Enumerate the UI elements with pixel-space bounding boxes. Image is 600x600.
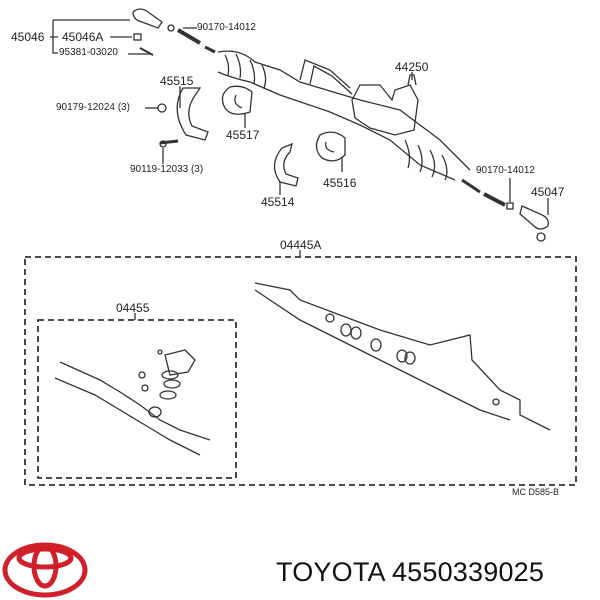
gear-housing-kit xyxy=(54,361,211,456)
seal xyxy=(404,351,416,365)
pipe xyxy=(299,59,353,95)
rack-housing xyxy=(217,50,471,181)
tie-rod-thread xyxy=(176,28,202,45)
gear-housing xyxy=(351,84,419,136)
label-45514: 45514 xyxy=(261,195,295,209)
label-44250: 44250 xyxy=(395,60,429,74)
seal xyxy=(159,390,177,400)
bolt-head xyxy=(159,140,167,148)
seal xyxy=(396,349,408,363)
part-number: 4550339025 xyxy=(391,557,545,587)
label-90170-14012-left: 90170-14012 xyxy=(197,22,256,33)
label-45515: 45515 xyxy=(160,74,194,88)
tie-rod xyxy=(204,45,216,54)
rack-housing-kit xyxy=(254,282,551,431)
lock-nut xyxy=(506,202,514,210)
seal xyxy=(148,406,162,418)
brand-name: TOYOTA xyxy=(276,557,385,587)
label-95381-03020: 95381-03020 xyxy=(59,47,118,58)
seal xyxy=(161,370,179,380)
cotter-pin xyxy=(139,47,154,56)
seal xyxy=(350,326,362,340)
tie-rod xyxy=(461,178,481,194)
tie-rod-end-right xyxy=(519,205,549,230)
label-90170-14012-right: 90170-14012 xyxy=(476,165,535,176)
diagram-code: MC D585-B xyxy=(512,487,560,497)
kit-04455-box xyxy=(37,319,237,479)
tie-rod-thread xyxy=(483,192,506,207)
seal xyxy=(340,323,352,337)
label-45046: 45046 xyxy=(11,30,45,44)
seal xyxy=(325,313,335,323)
bushing-45516 xyxy=(315,131,346,162)
bracket-45515 xyxy=(176,87,209,141)
label-45046A: 45046A xyxy=(62,30,104,44)
boot-right xyxy=(404,139,448,181)
seal xyxy=(492,398,500,406)
label-45047: 45047 xyxy=(531,185,565,199)
tie-rod-end-left xyxy=(132,8,163,29)
label-45516: 45516 xyxy=(323,176,357,190)
bolt-90119 xyxy=(159,139,179,145)
seal xyxy=(157,349,163,355)
nut xyxy=(536,232,546,242)
toyota-logo xyxy=(2,542,88,598)
seal xyxy=(163,379,181,389)
label-04455: 04455 xyxy=(116,301,150,315)
label-90119-12033: 90119-12033 (3) xyxy=(130,164,204,175)
seal xyxy=(141,384,149,392)
label-90179-12024: 90179-12024 (3) xyxy=(56,102,130,113)
seal xyxy=(370,338,382,352)
nut-90179 xyxy=(157,103,167,113)
label-04445A: 04445A xyxy=(280,238,322,252)
boot-left xyxy=(224,53,267,89)
bracket-45514 xyxy=(273,142,299,187)
bushing-45517 xyxy=(221,85,253,115)
nut xyxy=(133,33,142,41)
lock-nut xyxy=(167,24,175,32)
kit-04445A-box xyxy=(24,256,577,486)
label-45517: 45517 xyxy=(226,128,260,142)
callout-bracket xyxy=(50,19,130,54)
brand-part-number: TOYOTA 4550339025 xyxy=(276,557,544,588)
seal xyxy=(138,371,146,379)
